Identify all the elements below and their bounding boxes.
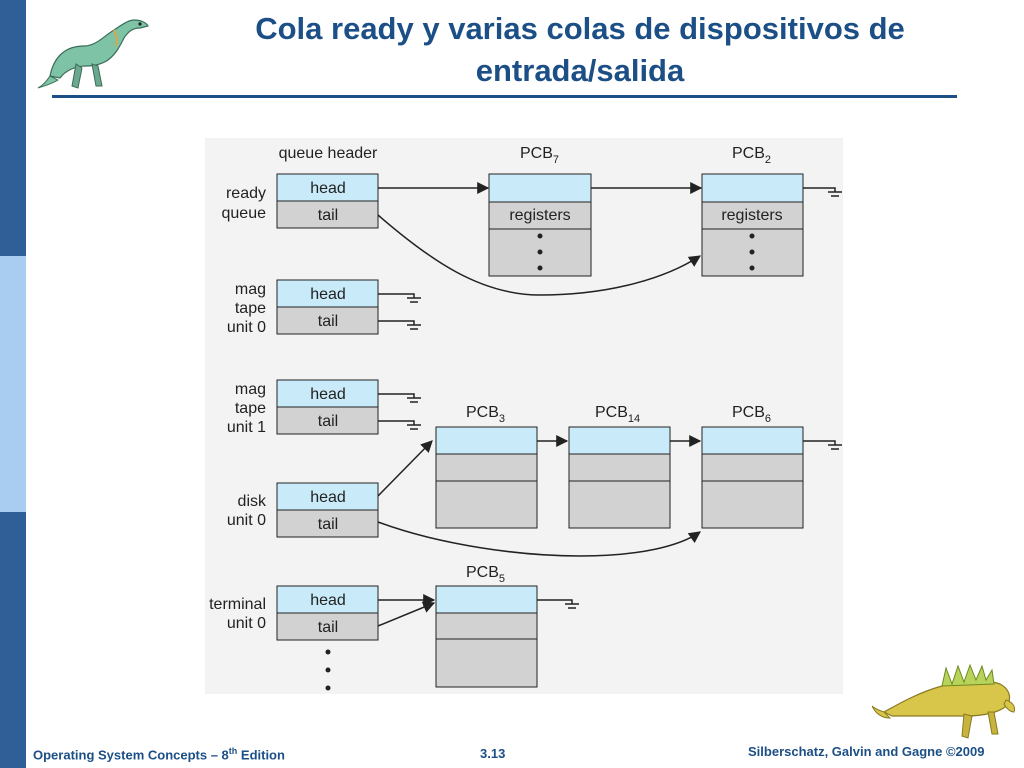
- svg-text:PCB7: PCB7: [520, 145, 559, 166]
- tape1-queue-header: head tail: [276, 379, 379, 435]
- svg-text:tail: tail: [318, 313, 338, 330]
- svg-text:queue: queue: [222, 205, 267, 222]
- svg-text:tail: tail: [318, 619, 338, 636]
- pointer-arrows: [377, 182, 703, 627]
- dinosaur-icon: [37, 19, 149, 89]
- queue-label-disk0: disk unit 0: [227, 493, 267, 529]
- svg-text:tail: tail: [318, 207, 338, 224]
- title-underline: [52, 95, 957, 98]
- pcb2-node: PCB2 registers: [701, 145, 804, 277]
- svg-text:registers: registers: [509, 207, 570, 224]
- footer-book-title: Operating System Concepts – 8th Edition: [33, 746, 285, 763]
- footer-authors: Silberschatz, Galvin and Gagne ©2009: [748, 744, 985, 759]
- svg-text:terminal: terminal: [209, 596, 266, 613]
- svg-text:head: head: [310, 489, 346, 506]
- svg-text:head: head: [310, 180, 346, 197]
- pcb7-node: PCB7 registers: [488, 145, 592, 277]
- svg-text:unit 0: unit 0: [227, 319, 266, 336]
- pcb14-node: PCB14: [568, 404, 671, 529]
- disk0-queue-header: head tail: [276, 482, 379, 538]
- svg-text:unit 1: unit 1: [227, 419, 266, 436]
- pcb5-node: PCB5: [435, 564, 538, 688]
- null-pointer-symbols: [378, 187, 842, 609]
- svg-text:PCB2: PCB2: [732, 145, 771, 166]
- svg-text:registers: registers: [721, 207, 782, 224]
- svg-text:tape: tape: [235, 400, 266, 417]
- svg-text:head: head: [310, 286, 346, 303]
- tape0-queue-header: head tail: [276, 279, 379, 335]
- svg-text:mag: mag: [235, 281, 266, 298]
- svg-text:tail: tail: [318, 516, 338, 533]
- svg-text:tail: tail: [318, 413, 338, 430]
- svg-text:unit 0: unit 0: [227, 615, 266, 632]
- queue-label-tape1: mag tape unit 1: [227, 381, 266, 436]
- svg-text:mag: mag: [235, 381, 266, 398]
- queue-header-label: queue header: [279, 145, 378, 162]
- svg-text:PCB14: PCB14: [595, 404, 640, 425]
- pcb3-node: PCB3: [435, 404, 538, 529]
- side-bar-light: [0, 256, 26, 512]
- svg-text:PCB5: PCB5: [466, 564, 505, 585]
- svg-text:disk: disk: [238, 493, 267, 510]
- svg-text:ready: ready: [226, 185, 266, 202]
- svg-text:PCB3: PCB3: [466, 404, 505, 425]
- svg-text:head: head: [310, 592, 346, 609]
- svg-text:unit 0: unit 0: [227, 512, 266, 529]
- queue-label-tape0: mag tape unit 0: [227, 281, 266, 336]
- queue-label-term0: terminal unit 0: [209, 596, 266, 632]
- page-number: 3.13: [480, 746, 506, 761]
- queue-label-ready: ready queue: [222, 185, 267, 222]
- ready-queue-header: head tail: [276, 173, 379, 229]
- svg-text:head: head: [310, 386, 346, 403]
- svg-text:PCB6: PCB6: [732, 404, 771, 425]
- stegosaurus-icon: [872, 663, 1015, 739]
- pcb6-node: PCB6: [701, 404, 804, 529]
- more-queues-ellipsis: [325, 649, 331, 691]
- svg-text:tape: tape: [235, 300, 266, 317]
- term0-queue-header: head tail: [276, 585, 379, 641]
- slide-title: Cola ready y varias colas de dispositivo…: [255, 11, 905, 88]
